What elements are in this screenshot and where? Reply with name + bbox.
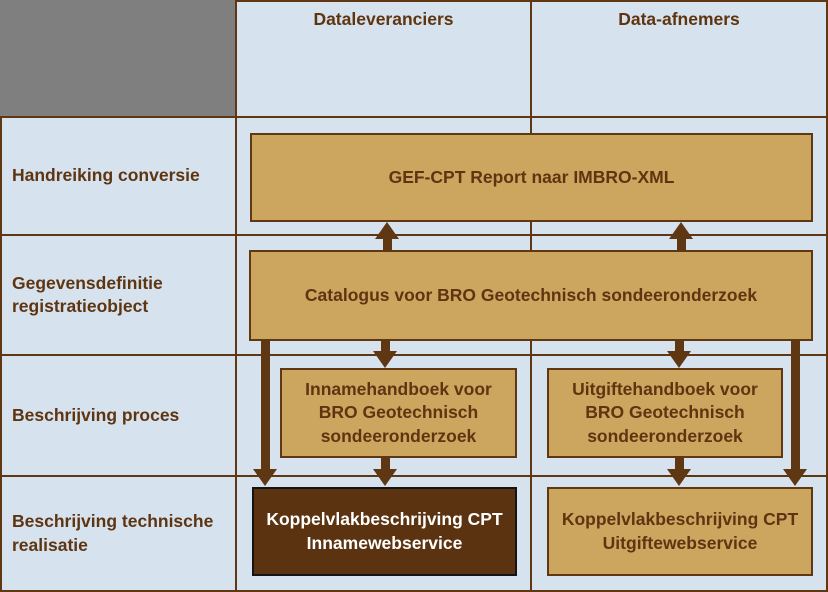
box-koppelvlak-uitgiftewebservice: Koppelvlakbeschrijving CPT Uitgiftewebse…	[547, 487, 813, 576]
box-catalogus: Catalogus voor BRO Geotechnisch sondeero…	[249, 250, 813, 341]
column-header-data-afnemers: Data-afnemers	[618, 9, 740, 29]
row-label-beschrijving-proces: Beschrijving proces	[12, 404, 180, 425]
grid-line-horizontal-1	[0, 116, 828, 118]
grid-line-vertical-1	[235, 0, 237, 592]
grid-line-horizontal-3	[0, 354, 828, 356]
row-label-gegevensdefinitie-registratieobject: Gegevensdefinitie registratieobject	[12, 272, 163, 316]
row-label-handreiking-conversie: Handreiking conversie	[12, 165, 200, 186]
box-uitgiftehandboek: Uitgiftehandboek voor BRO Geotechnisch s…	[547, 368, 783, 458]
box-innamehandboek: Innamehandboek voor BRO Geotechnisch son…	[280, 368, 517, 458]
grid-line-horizontal-2	[0, 234, 828, 236]
box-gef-cpt-report: GEF-CPT Report naar IMBRO-XML	[250, 133, 813, 222]
row-label-beschrijving-technische-realisatie: Beschrijving technische realisatie	[12, 511, 214, 555]
grid-line-horizontal-4	[0, 475, 828, 477]
corner-cell	[0, 0, 235, 116]
column-header-dataleveranciers: Dataleveranciers	[313, 9, 454, 29]
box-koppelvlak-innamewebservice: Koppelvlakbeschrijving CPT Innamewebserv…	[252, 487, 517, 576]
